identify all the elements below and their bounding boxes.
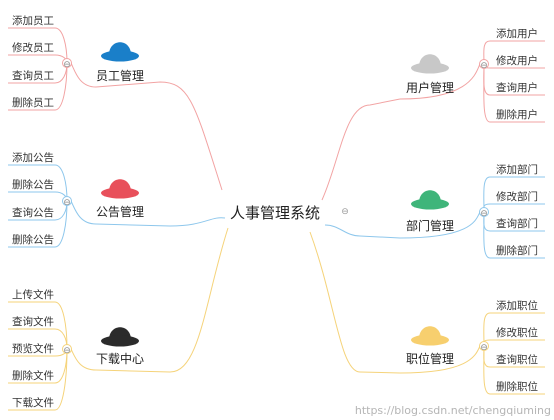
position-hub-connector (399, 345, 481, 374)
notice-hub-connector (70, 200, 97, 225)
user-trunk-line (321, 98, 401, 201)
collapse-icon[interactable]: ⊖ (63, 346, 71, 356)
collapse-icon[interactable]: ⊖ (63, 60, 71, 70)
leaf-node[interactable]: 添加用户 (496, 27, 538, 40)
employee-leaf-connector (54, 62, 68, 111)
hat-icon (411, 326, 449, 346)
download-trunk-line (95, 227, 229, 373)
branch-label-position[interactable]: 职位管理 (406, 351, 454, 366)
leaf-node[interactable]: 查询文件 (12, 315, 54, 328)
leaf-node[interactable]: 修改部门 (496, 190, 538, 203)
leaf-node[interactable]: 修改员工 (12, 41, 54, 54)
download-leaf-connector (54, 301, 68, 350)
position-leaf-connector (483, 345, 491, 395)
leaf-node[interactable]: 添加部门 (496, 163, 538, 176)
leaf-node[interactable]: 修改职位 (496, 326, 538, 339)
dept-hub-connector (399, 211, 481, 239)
download-hub-circle[interactable] (62, 344, 72, 354)
mindmap-nodes: 添加员工修改员工查询员工删除员工⊖员工管理添加公告删除公告查询公告删除公告⊖公告… (12, 14, 538, 409)
branch-label-dept[interactable]: 部门管理 (406, 218, 454, 233)
branch-label-download[interactable]: 下载中心 (96, 351, 144, 366)
leaf-node[interactable]: 查询职位 (496, 353, 538, 366)
leaf-node[interactable]: 添加员工 (12, 14, 54, 27)
user-leaf-connector (483, 63, 491, 123)
leaf-node[interactable]: 删除文件 (12, 369, 54, 382)
user-hub-connector (399, 63, 481, 100)
employee-hub-connector (70, 62, 97, 88)
notice-trunk-line (95, 217, 226, 227)
leaf-node[interactable]: 上传文件 (12, 288, 54, 301)
watermark-text: https://blog.csdn.net/chengqiuming (355, 404, 551, 417)
hat-icon (101, 179, 139, 199)
collapse-icon[interactable]: ⊖ (480, 343, 488, 353)
branch-label-notice[interactable]: 公告管理 (96, 204, 144, 219)
leaf-node[interactable]: 下载文件 (12, 396, 54, 409)
leaf-node[interactable]: 添加职位 (496, 299, 538, 312)
collapse-icon[interactable]: ⊖ (480, 209, 488, 219)
mindmap-links (8, 27, 545, 411)
leaf-node[interactable]: 删除公告 (12, 233, 54, 246)
leaf-node[interactable]: 删除用户 (496, 108, 538, 121)
leaf-node[interactable]: 查询部门 (496, 217, 538, 230)
leaf-node[interactable]: 查询用户 (496, 81, 538, 94)
leaf-node[interactable]: 删除部门 (496, 244, 538, 257)
branch-label-employee[interactable]: 员工管理 (96, 68, 144, 83)
notice-leaf-connector (54, 200, 68, 248)
employee-leaf-connector (54, 27, 68, 64)
dept-leaf-connector (483, 176, 491, 213)
leaf-node[interactable]: 删除公告 (12, 178, 54, 191)
dept-hub-circle[interactable] (479, 207, 489, 217)
position-trunk-line (309, 231, 401, 374)
dept-trunk-line (324, 224, 401, 239)
hat-icon (101, 327, 139, 347)
hat-icon (411, 54, 449, 74)
hat-icon (101, 42, 139, 62)
leaf-node[interactable]: 查询公告 (12, 206, 54, 219)
dept-leaf-connector (483, 211, 491, 259)
collapse-icon[interactable]: ⊖ (63, 198, 71, 208)
user-hub-circle[interactable] (479, 59, 489, 69)
download-leaf-connector (54, 348, 68, 411)
leaf-node[interactable]: 查询员工 (12, 69, 54, 82)
employee-trunk-line (95, 81, 223, 191)
download-hub-connector (70, 348, 97, 371)
notice-hub-circle[interactable] (62, 196, 72, 206)
hat-icon (411, 190, 449, 210)
leaf-node[interactable]: 删除职位 (496, 380, 538, 393)
central-topic[interactable]: 人事管理系统 (230, 204, 320, 222)
leaf-node[interactable]: 添加公告 (12, 151, 54, 164)
leaf-node[interactable]: 预览文件 (12, 342, 54, 355)
employee-hub-circle[interactable] (62, 58, 72, 68)
leaf-node[interactable]: 修改用户 (496, 54, 538, 67)
position-hub-circle[interactable] (479, 341, 489, 351)
leaf-node[interactable]: 删除员工 (12, 96, 54, 109)
branch-label-user[interactable]: 用户管理 (406, 80, 454, 95)
collapse-icon[interactable]: ⊖ (341, 207, 349, 217)
collapse-icon[interactable]: ⊖ (480, 61, 488, 71)
